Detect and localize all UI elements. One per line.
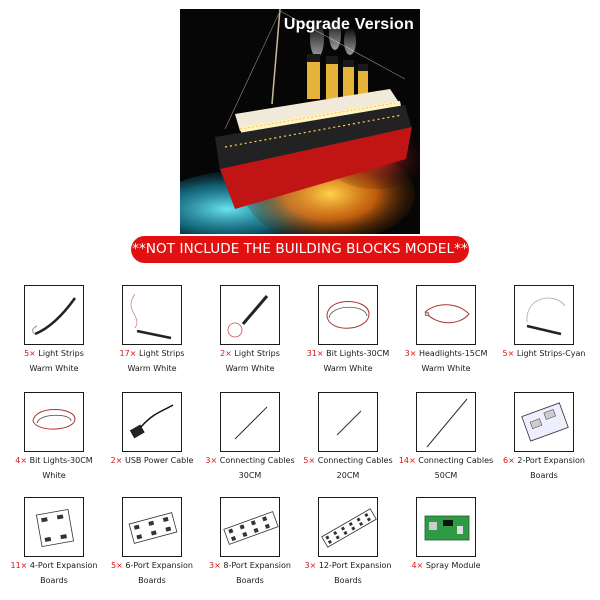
bit-light-cable-icon [318, 285, 378, 345]
expansion-board-icon [24, 497, 84, 557]
usb-cable-icon [122, 392, 182, 452]
ship-illustration [180, 9, 420, 234]
not-included-notice: **NOT INCLUDE THE BUILDING BLOCKS MODEL*… [131, 236, 469, 263]
expansion-board-icon [514, 392, 574, 452]
light-strip-icon [514, 285, 574, 345]
bit-light-cable-icon [24, 392, 84, 452]
hero-image: Upgrade Version [180, 9, 420, 234]
connecting-cable-icon [318, 392, 378, 452]
expansion-board-icon [122, 497, 182, 557]
light-strip-icon [122, 285, 182, 345]
light-strip-icon [220, 285, 280, 345]
headlight-cable-icon [416, 285, 476, 345]
connecting-cable-icon [220, 392, 280, 452]
hero-title: Upgrade Version [283, 16, 414, 33]
connecting-cable-icon [416, 392, 476, 452]
expansion-board-icon [220, 497, 280, 557]
light-strip-icon [24, 285, 84, 345]
expansion-board-icon [318, 497, 378, 557]
spray-module-icon [416, 497, 476, 557]
